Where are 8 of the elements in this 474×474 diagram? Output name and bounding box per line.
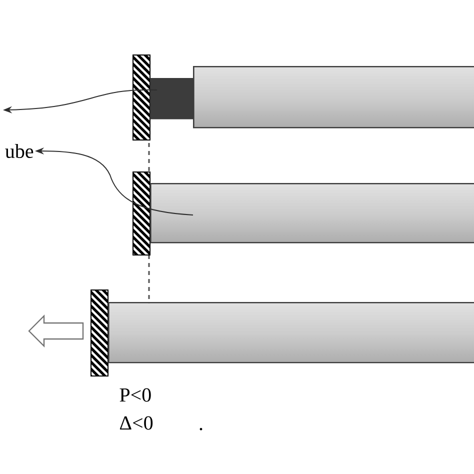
condition-label: Δ<0 xyxy=(120,416,153,430)
tube xyxy=(150,183,474,244)
condition-label: P<0 xyxy=(120,388,151,402)
tube xyxy=(108,302,474,364)
dot: . xyxy=(200,428,202,430)
plug-block xyxy=(150,78,194,120)
part-label: ube xyxy=(5,144,34,158)
tube xyxy=(193,66,474,128)
